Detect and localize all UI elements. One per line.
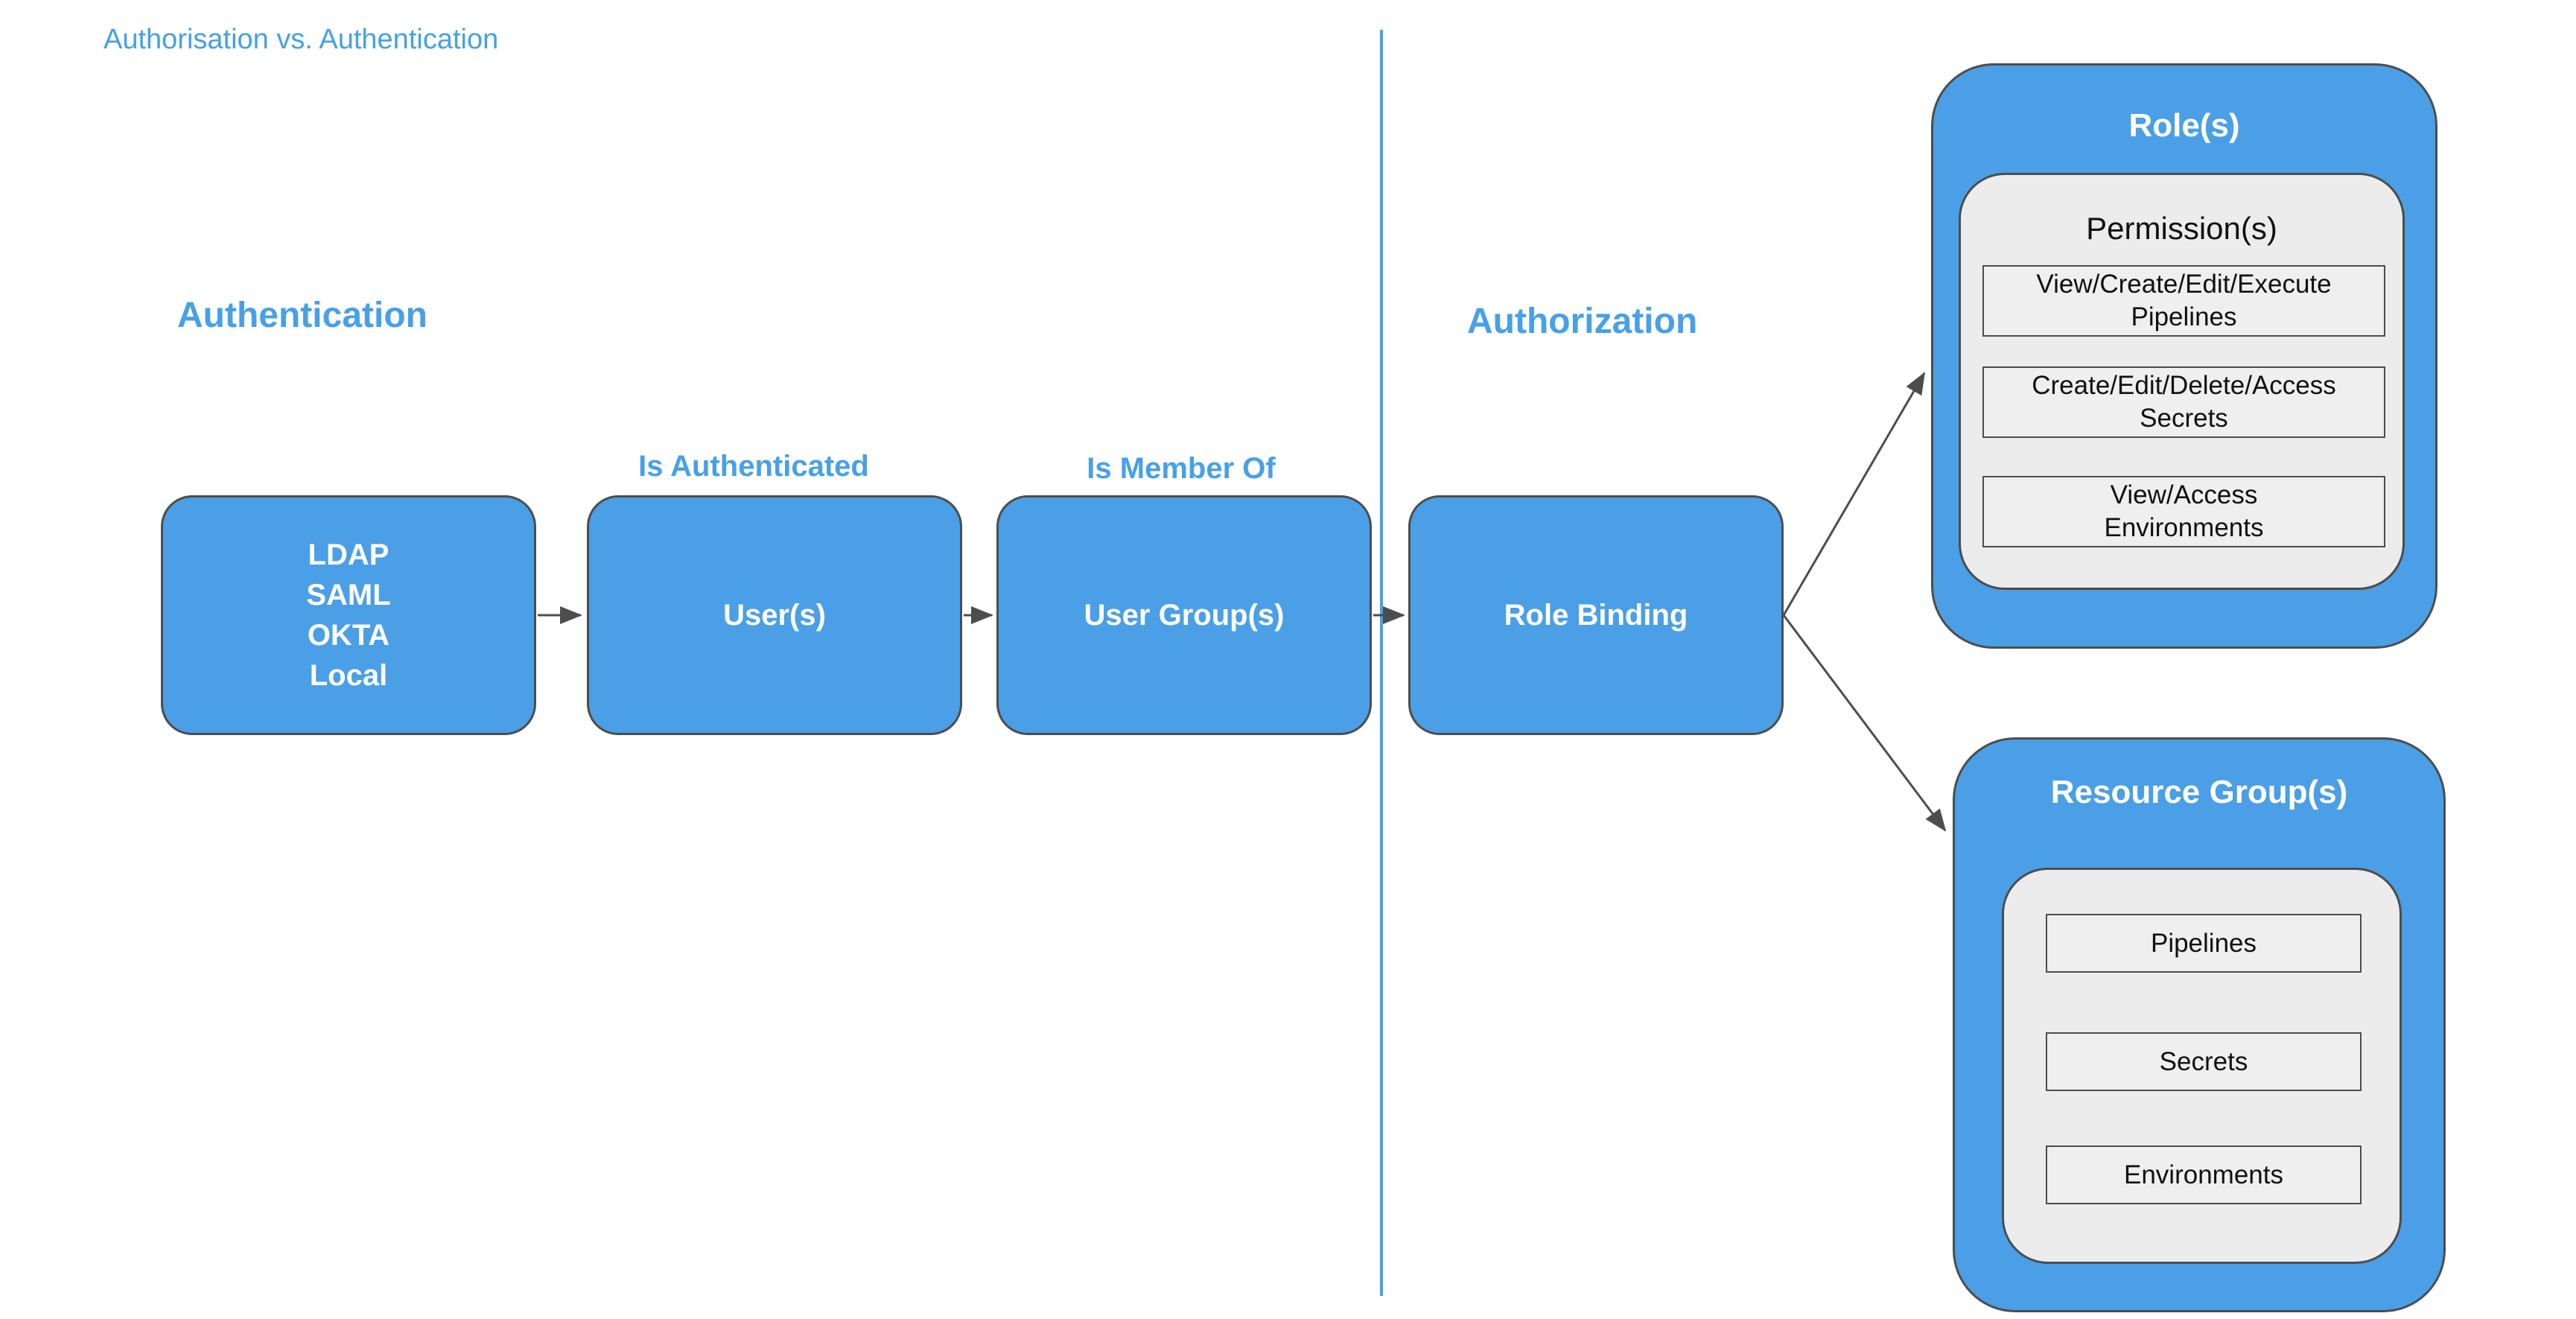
- auth-method-ldap: LDAP: [308, 538, 389, 571]
- permission-item-secrets: Create/Edit/Delete/Access Secrets: [1982, 366, 2385, 438]
- resource-groups-container-title: Resource Group(s): [2050, 774, 2348, 810]
- authorization-section-heading: Authorization: [1467, 302, 1698, 341]
- node-role-binding-label: Role Binding: [1504, 598, 1688, 632]
- permissions-panel-title: Permission(s): [2086, 211, 2277, 246]
- roles-container: Role(s) Permission(s) View/Create/Edit/E…: [1931, 63, 2437, 649]
- resources-panel: Pipelines Secrets Environments: [2002, 868, 2402, 1264]
- auth-method-saml: SAML: [306, 579, 391, 611]
- node-users-label: User(s): [723, 598, 826, 632]
- permission-item-environments: View/Access Environments: [1982, 476, 2385, 547]
- auth-method-okta: OKTA: [307, 619, 390, 652]
- node-user-groups: User Group(s): [996, 495, 1372, 735]
- edge-label-is-member-of: Is Member Of: [1087, 452, 1276, 485]
- resource-item-environments: Environments: [2046, 1145, 2362, 1204]
- permission-item-pipelines: View/Create/Edit/Execute Pipelines: [1982, 265, 2385, 337]
- section-divider-line: [1380, 30, 1383, 1296]
- arrow-rolebinding-to-resourcegroups: [1782, 614, 1947, 832]
- page-title: Authorisation vs. Authentication: [104, 24, 499, 55]
- authentication-section-heading: Authentication: [177, 296, 427, 335]
- permissions-panel: Permission(s) View/Create/Edit/Execute P…: [1959, 173, 2405, 590]
- edge-label-is-authenticated: Is Authenticated: [638, 450, 869, 483]
- roles-container-title: Role(s): [2128, 107, 2240, 144]
- node-auth-methods: LDAP SAML OKTA Local: [161, 495, 536, 735]
- resource-groups-container: Resource Group(s) Pipelines Secrets Envi…: [1953, 737, 2446, 1312]
- resource-item-pipelines: Pipelines: [2046, 914, 2362, 973]
- auth-method-local: Local: [309, 659, 388, 692]
- arrow-rolebinding-to-roles: [1782, 372, 1926, 616]
- node-users: User(s): [587, 495, 962, 735]
- node-user-groups-label: User Group(s): [1084, 598, 1285, 632]
- node-role-binding: Role Binding: [1408, 495, 1784, 735]
- resource-item-secrets: Secrets: [2046, 1032, 2362, 1091]
